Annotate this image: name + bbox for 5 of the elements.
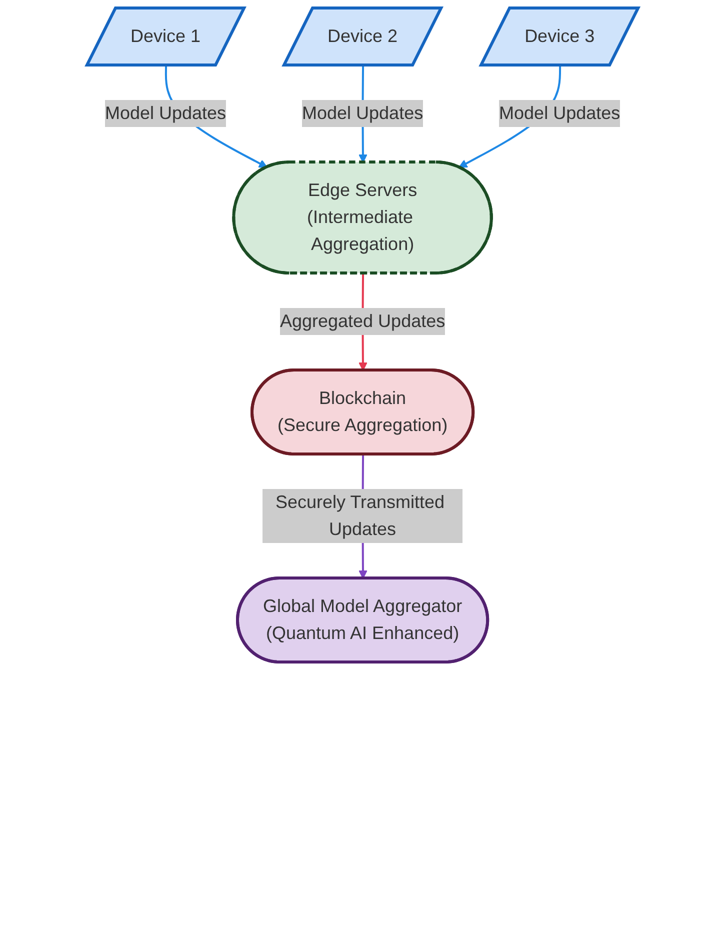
edge-label: Model Updates <box>302 103 424 123</box>
edge-label: Securely Transmitted Updates <box>276 492 446 539</box>
edge-label: Aggregated Updates <box>280 311 446 331</box>
edge-label: Model Updates <box>499 103 621 123</box>
edge-label: Model Updates <box>105 103 227 123</box>
